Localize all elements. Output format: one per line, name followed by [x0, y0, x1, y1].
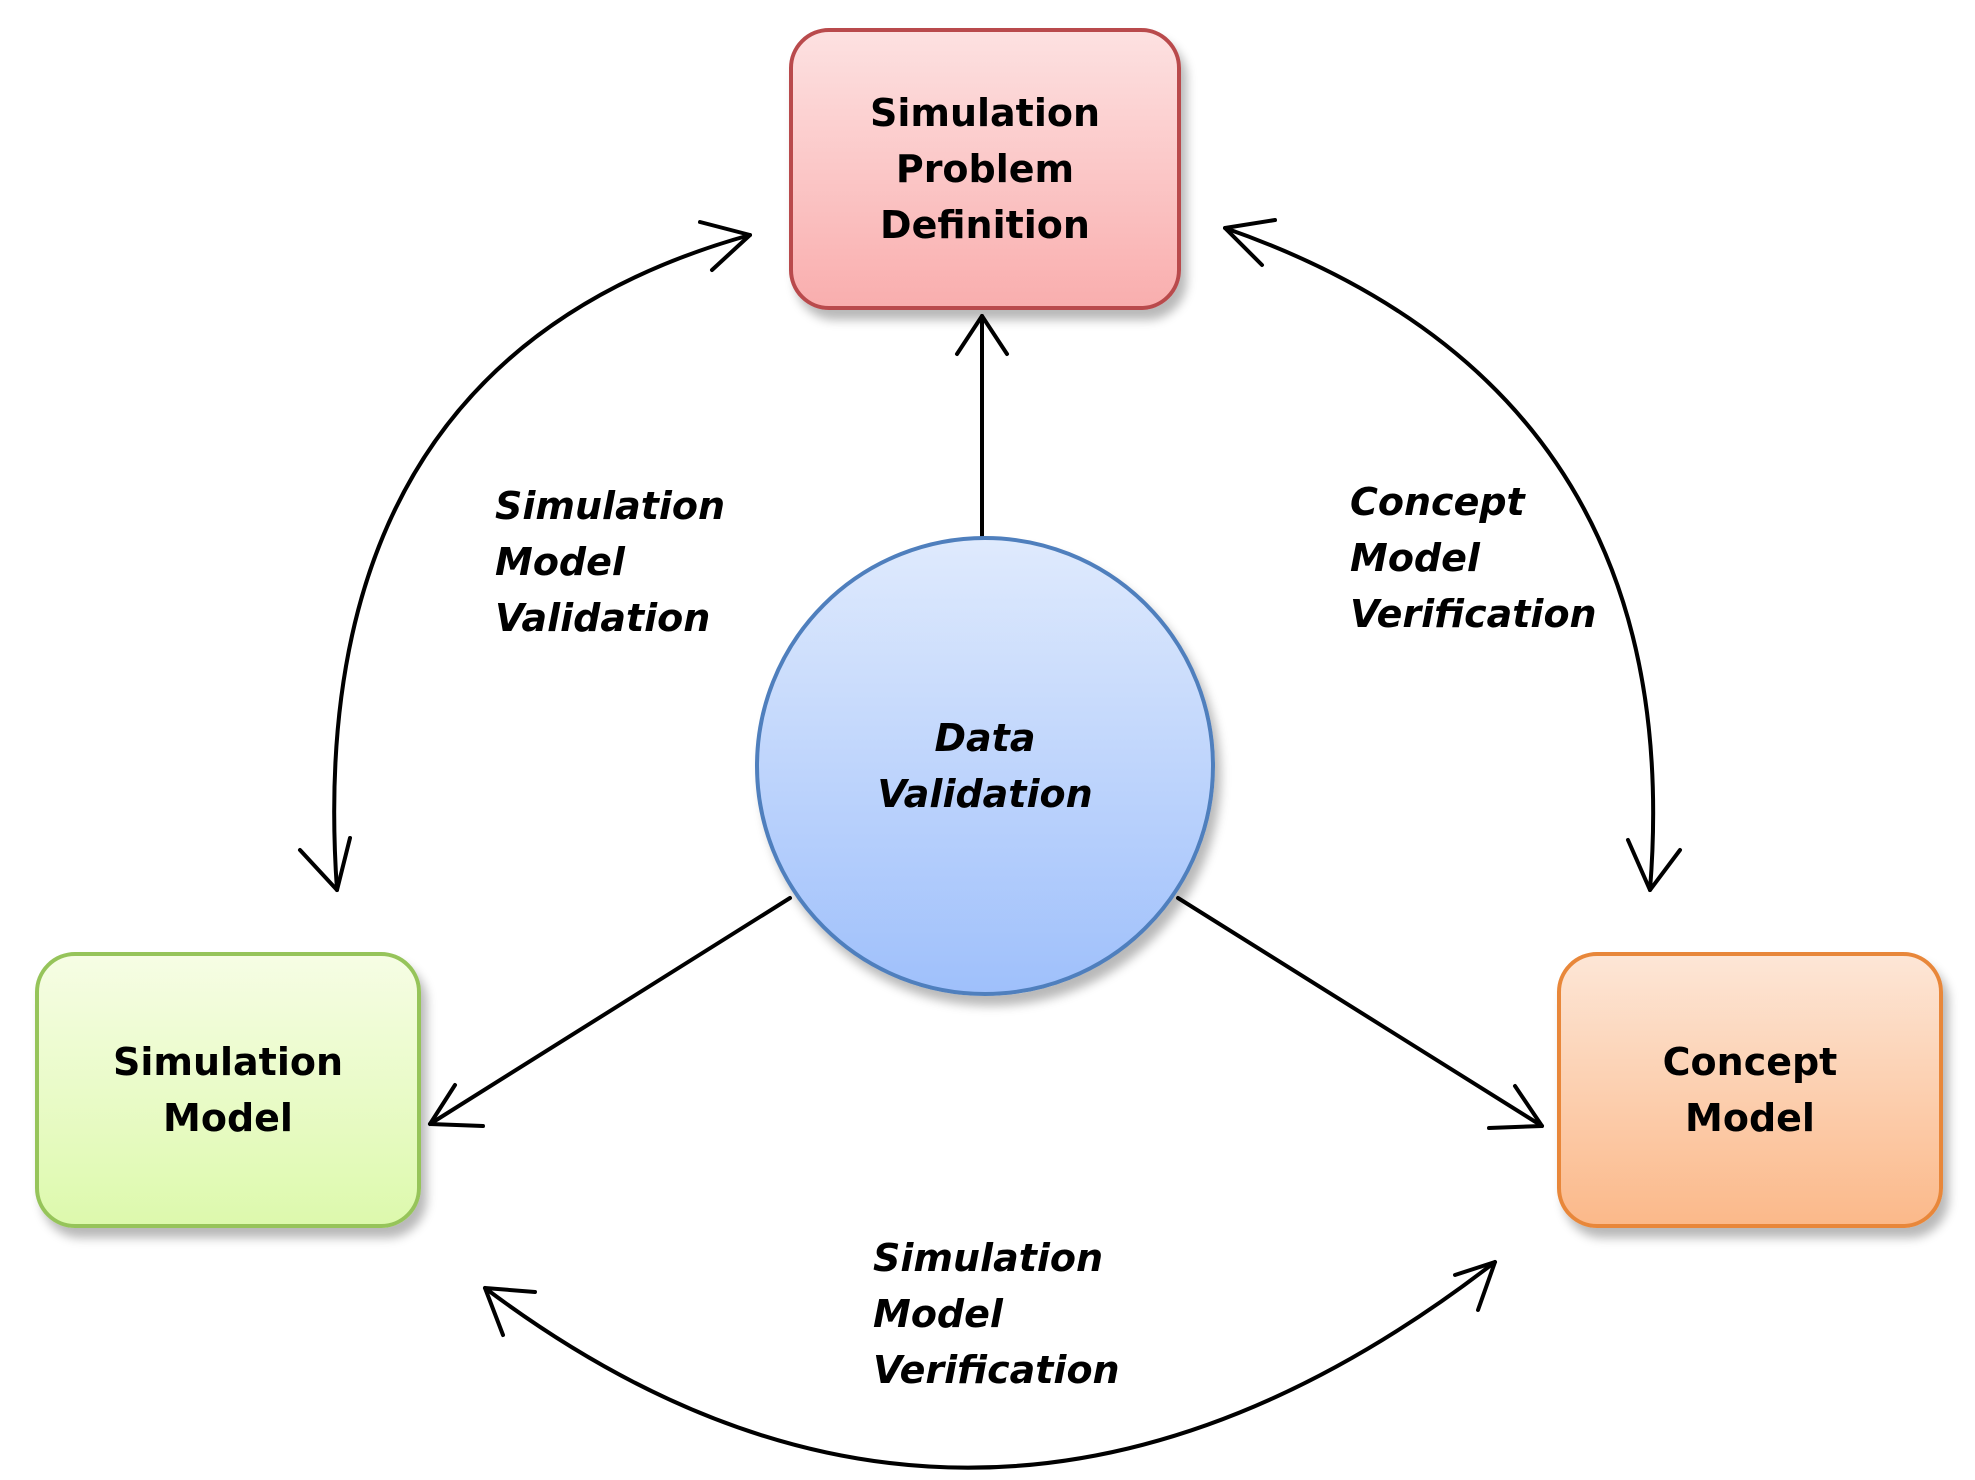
arrowhead-data-to-simulation-model — [428, 1083, 485, 1128]
node-label-line: Simulation — [112, 1040, 344, 1084]
edge-label-simulation-model-validation: Simulation Model Validation — [495, 478, 725, 646]
arrowhead-data-to-problem-definition — [955, 314, 1009, 356]
arrowhead-right-arc-bottom — [1626, 838, 1682, 892]
node-label-line: Data — [934, 716, 1036, 760]
arrowhead-left-arc-bottom — [298, 836, 352, 892]
edge-label-line: Model — [495, 540, 625, 584]
edge-label-concept-model-verification: Concept Model Verification — [1350, 474, 1597, 642]
node-label-line: Concept — [1662, 1040, 1838, 1084]
edge-label-line: Concept — [1350, 480, 1525, 524]
node-label-line: Definition — [880, 203, 1090, 247]
node-label-line: Problem — [895, 147, 1075, 191]
arc-simulation-model-verification — [483, 1260, 1497, 1470]
arrowhead-bottom-arc-right — [1453, 1260, 1497, 1312]
edge-label-line: Model — [873, 1292, 1003, 1336]
simulation-problem-definition-node: Simulation Problem Definition — [789, 28, 1181, 310]
arrowhead-bottom-arc-left — [483, 1286, 537, 1337]
node-label-line: Model — [1685, 1096, 1815, 1140]
arrowhead-left-arc-top — [698, 220, 752, 272]
node-label-line: Simulation — [869, 91, 1101, 135]
node-label-line: Validation — [877, 772, 1093, 816]
edge-label-simulation-model-verification: Simulation Model Verification — [873, 1230, 1120, 1398]
edge-label-line: Verification — [1350, 592, 1597, 636]
edge-label-line: Simulation — [495, 484, 726, 528]
edge-label-line: Model — [1350, 536, 1480, 580]
simulation-model-node: Simulation Model — [35, 952, 421, 1228]
arrow-data-to-simulation-model — [428, 896, 792, 1126]
edge-label-line: Verification — [873, 1348, 1120, 1392]
edge-label-line: Validation — [495, 596, 711, 640]
arc-concept-model-verification — [1223, 226, 1656, 892]
arrowhead-data-to-concept-model — [1487, 1084, 1544, 1130]
node-label-line: Model — [163, 1096, 293, 1140]
edge-label-line: Simulation — [873, 1236, 1104, 1280]
concept-model-node: Concept Model — [1557, 952, 1943, 1228]
arrowhead-right-arc-top — [1223, 218, 1277, 267]
data-validation-node: Data Validation — [755, 536, 1215, 996]
arc-simulation-model-validation — [332, 233, 752, 892]
arrow-data-to-concept-model — [1176, 896, 1544, 1128]
